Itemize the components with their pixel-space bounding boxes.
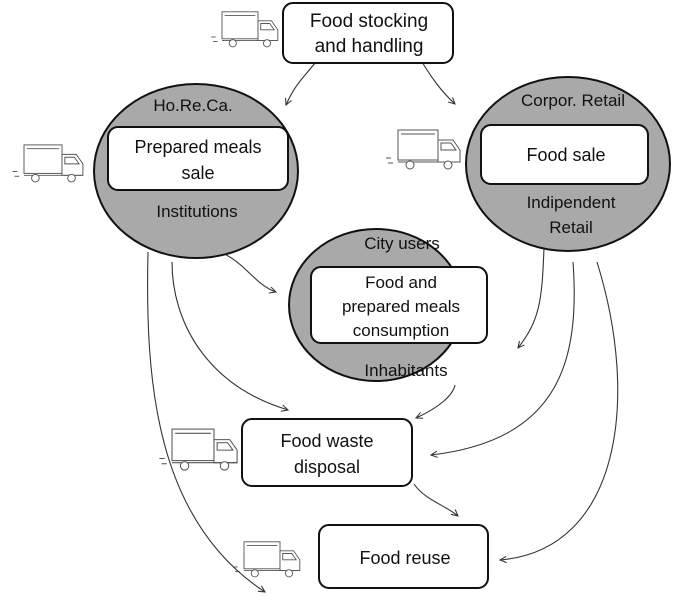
truck-icon — [232, 541, 301, 578]
horeca-inner-line-2: sale — [181, 163, 214, 183]
node-food-stocking: Food stocking and handling — [282, 2, 454, 64]
food-reuse-line-1: Food reuse — [359, 548, 450, 568]
node-food-stocking-line-2: and handling — [315, 36, 424, 57]
retail-inner-line-1: Food sale — [526, 145, 605, 165]
node-food-stocking-line-1: Food stocking — [310, 11, 428, 32]
node-retail: Corpor. Retail Food sale Indipendent Ret… — [465, 76, 671, 252]
truck-icon — [210, 11, 279, 48]
truck-icon — [385, 129, 461, 170]
retail-bottom-label-line-2: Retail — [549, 218, 592, 237]
food-waste-line-2: disposal — [294, 457, 360, 477]
node-horeca: Ho.Re.Ca. Prepared meals sale Institutio… — [93, 83, 299, 259]
arrow-retail-to-waste — [431, 261, 575, 455]
horeca-inner-line-1: Prepared meals — [134, 137, 261, 157]
node-food-reuse: Food reuse — [318, 524, 489, 589]
flow-arrows — [147, 61, 619, 592]
consumption-inner-line-3: consumption — [353, 321, 449, 340]
horeca-bottom-label: Institutions — [156, 202, 237, 221]
consumption-inner-line-2: prepared meals — [342, 297, 460, 316]
retail-bottom-label-line-1: Indipendent — [527, 193, 616, 212]
consumption-bottom-label: Inhabitants — [364, 361, 447, 380]
node-consumption: City users Food and prepared meals consu… — [288, 228, 488, 382]
arrow-horeca-to-reuse — [147, 251, 265, 592]
arrow-horeca-to-waste — [171, 261, 288, 410]
arrow-consumption-to-waste — [416, 384, 456, 418]
arrow-retail-to-reuse — [500, 261, 619, 560]
retail-top-label: Corpor. Retail — [521, 91, 625, 110]
food-waste-line-1: Food waste — [280, 431, 373, 451]
arrow-horeca-to-consumption — [219, 251, 276, 292]
truck-icon — [158, 428, 238, 471]
consumption-top-label: City users — [364, 234, 440, 253]
consumption-inner-line-1: Food and — [365, 273, 437, 292]
node-food-waste: Food waste disposal — [241, 418, 413, 487]
arrow-stocking-to-horeca — [286, 62, 316, 105]
arrow-stocking-to-retail — [421, 61, 455, 104]
truck-icon — [12, 144, 84, 183]
horeca-top-label: Ho.Re.Ca. — [153, 96, 232, 115]
arrow-retail-to-consumption — [518, 247, 545, 348]
arrow-waste-to-reuse — [413, 483, 458, 516]
